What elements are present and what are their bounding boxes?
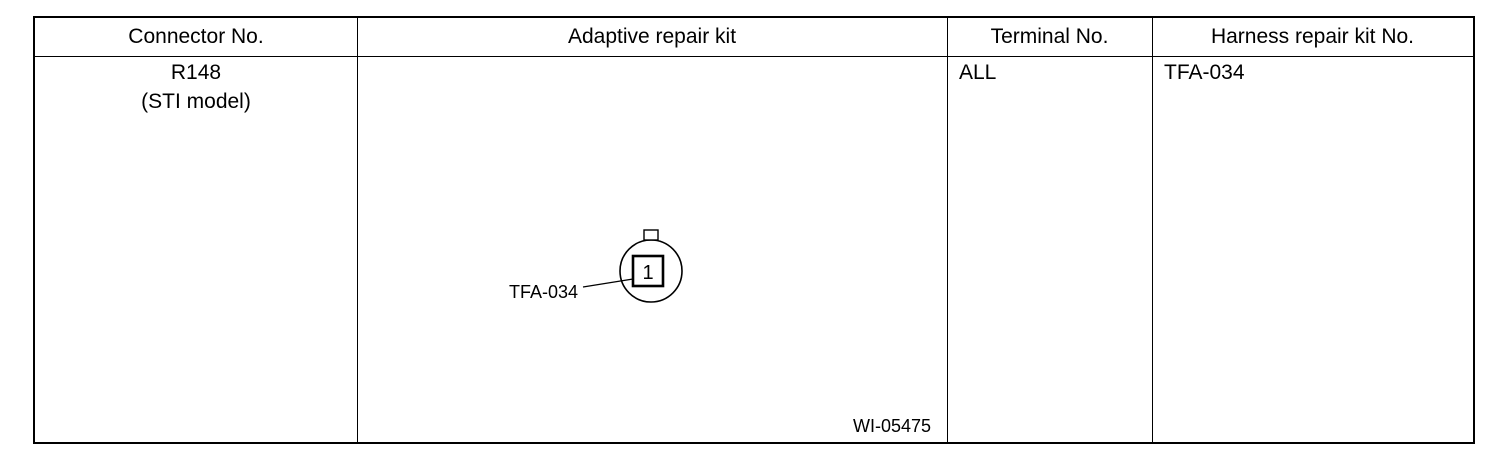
header-adaptive-repair-kit: Adaptive repair kit [567, 25, 737, 48]
terminal-box [631, 254, 665, 288]
harness-repair-kit-cell: TFA-034 [1164, 61, 1245, 84]
callout-leader-line [582, 278, 634, 288]
callout-label: TFA-034 [509, 282, 578, 302]
repair-kit-table: Connector No. Adaptive repair kit Termin… [33, 16, 1475, 444]
terminal-number: 1 [642, 262, 653, 284]
connector-number: R148 [170, 61, 222, 84]
terminal-no-cell: ALL [959, 61, 997, 84]
figure-id: WI-05475 [853, 416, 931, 436]
connector-model: (STI model) [141, 90, 251, 113]
column-divider [1152, 18, 1153, 442]
header-harness-repair-kit-no: Harness repair kit No. [1210, 25, 1415, 48]
header-divider [35, 56, 1473, 57]
header-terminal-no: Terminal No. [990, 25, 1109, 48]
column-divider [947, 18, 948, 442]
header-connector-no: Connector No. [128, 25, 264, 48]
column-divider [357, 18, 358, 442]
connector-lock-tab [643, 229, 659, 241]
connector-no-cell: R148 (STI model) [35, 58, 357, 116]
connector-diagram: 1 TFA-034 WI-05475 [509, 229, 931, 436]
